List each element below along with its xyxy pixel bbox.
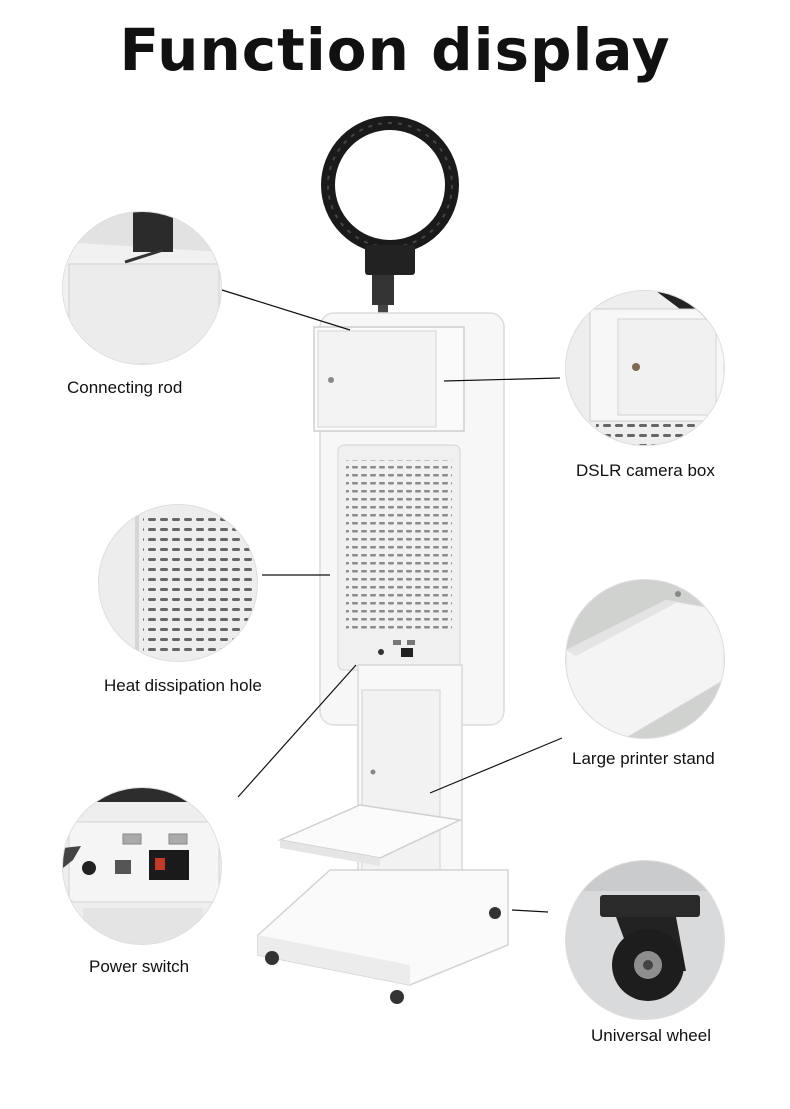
label-heat-dissipation-hole: Heat dissipation hole: [104, 676, 262, 695]
large-printer-stand-detail: [566, 580, 724, 738]
label-universal-wheel: Universal wheel: [591, 1026, 711, 1045]
ring-light: [321, 116, 459, 327]
leader-lines: [221, 289, 563, 913]
vent-holes: [346, 460, 452, 632]
label-large-printer-stand: Large printer stand: [572, 749, 715, 768]
dslr-camera-box-detail: [566, 291, 724, 445]
connecting-rod-detail: [63, 212, 221, 364]
power-switch-detail: [63, 788, 221, 944]
page-title: Function display: [119, 16, 671, 84]
label-dslr-camera-box: DSLR camera box: [576, 461, 715, 480]
heat-dissipation-hole-detail: [99, 505, 257, 661]
universal-wheel-detail: [566, 861, 724, 1019]
label-power-switch: Power switch: [89, 957, 190, 976]
label-connecting-rod: Connecting rod: [67, 378, 183, 397]
